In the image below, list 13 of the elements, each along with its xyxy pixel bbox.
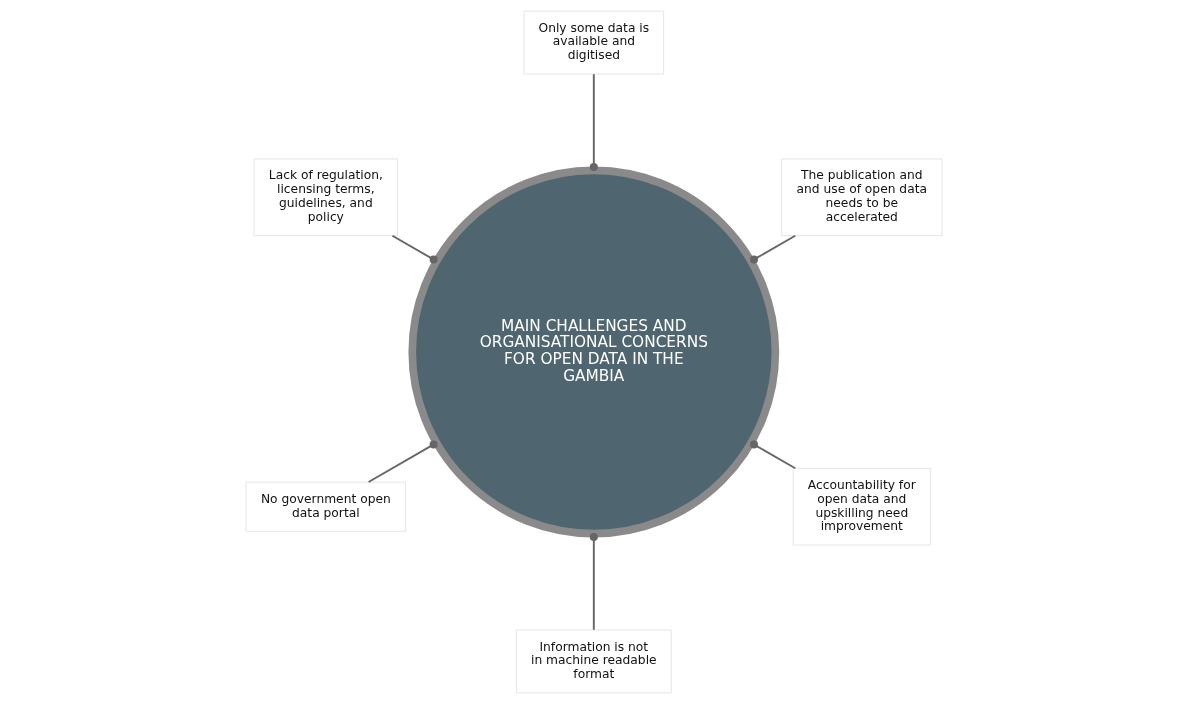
node-box: Lack of regulation, licensing terms, guidelines, and policy — [253, 158, 398, 236]
connector — [589, 533, 598, 631]
connector — [749, 234, 797, 264]
connector — [749, 440, 797, 470]
node-box: No government open data portal — [245, 481, 406, 532]
node-box: Accountability for open data and upskilling need improvement — [792, 468, 931, 546]
node-box: Only some data is available and digitised — [523, 10, 664, 75]
node-box: Information is not in machine readable format — [515, 629, 672, 694]
connector — [367, 440, 438, 483]
node-box: The publication and and use of open data needs to be accelerated — [781, 158, 943, 236]
connector — [589, 73, 598, 171]
node-circle: MAIN CHALLENGES AND ORGANISATIONAL CONCERNS FOR OPEN DATA IN THE GAMBIA — [408, 166, 780, 538]
connector — [391, 234, 438, 264]
